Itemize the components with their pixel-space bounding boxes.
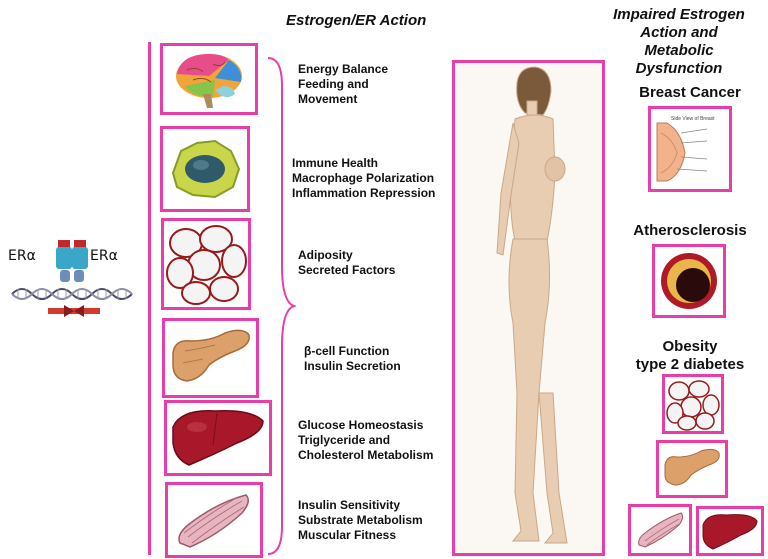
small-liver-box	[696, 506, 764, 556]
macrophage-icon	[163, 129, 247, 209]
breast-cancer-label: Breast Cancer	[620, 84, 760, 102]
pancreas-icon	[165, 321, 256, 395]
small-liver-icon	[699, 509, 761, 553]
artery-icon	[655, 247, 723, 315]
action-label-insulin: Insulin Sensitivity Substrate Metabolism…	[298, 498, 423, 543]
muscle-box	[165, 482, 263, 558]
body-figure-box	[452, 60, 605, 556]
action-line: Insulin Secretion	[304, 359, 401, 374]
action-line: Adiposity	[298, 248, 395, 263]
action-label-adiposity: Adiposity Secreted Factors	[298, 248, 395, 278]
atherosclerosis-label: Atherosclerosis	[620, 222, 760, 240]
left-heading: Estrogen/ER Action	[286, 12, 426, 29]
artery-box	[652, 244, 726, 318]
human-body-icon	[455, 63, 602, 553]
action-line: Triglyceride and	[298, 433, 433, 448]
brain-icon	[163, 46, 255, 112]
liver-box	[164, 400, 272, 476]
action-line: Insulin Sensitivity	[298, 498, 423, 513]
action-label-glucose: Glucose Homeostasis Triglyceride and Cho…	[298, 418, 433, 463]
right-heading: Impaired Estrogen Action and Metabolic D…	[604, 6, 754, 78]
breast-diagram-icon: Side View of Breast	[651, 109, 729, 189]
action-line: Inflammation Repression	[292, 186, 435, 201]
curly-brace	[262, 56, 296, 556]
action-line: Substrate Metabolism	[298, 513, 423, 528]
small-pancreas-box	[656, 440, 728, 498]
er-alpha-dimer-figure: ERα ERα	[8, 236, 144, 320]
right-heading-line-1: Impaired Estrogen	[604, 6, 754, 24]
brain-box	[160, 43, 258, 115]
action-label-energy: Energy Balance Feeding and Movement	[298, 62, 388, 107]
small-adipose-icon	[665, 377, 721, 431]
obesity-line-2: type 2 diabetes	[620, 356, 760, 374]
action-label-beta-cell: β-cell Function Insulin Secretion	[304, 344, 401, 374]
action-line: Secreted Factors	[298, 263, 395, 278]
action-line: Energy Balance	[298, 62, 388, 77]
action-line: Movement	[298, 92, 388, 107]
left-divider-line	[148, 42, 151, 555]
action-line: β-cell Function	[304, 344, 401, 359]
action-line: Macrophage Polarization	[292, 171, 435, 186]
right-heading-line-3: Dysfunction	[604, 60, 754, 78]
macrophage-box	[160, 126, 250, 212]
liver-icon	[167, 403, 269, 473]
action-line: Muscular Fitness	[298, 528, 423, 543]
adipose-box	[161, 218, 251, 310]
receptor-dimer-icon	[8, 236, 144, 320]
breast-box: Side View of Breast	[648, 106, 732, 192]
obesity-label: Obesity type 2 diabetes	[620, 338, 760, 374]
right-heading-line-2: Action and Metabolic	[604, 24, 754, 60]
small-adipose-box	[662, 374, 724, 434]
action-line: Feeding and	[298, 77, 388, 92]
action-line: Cholesterol Metabolism	[298, 448, 433, 463]
small-muscle-icon	[631, 507, 689, 553]
small-pancreas-icon	[659, 443, 725, 495]
action-label-immune: Immune Health Macrophage Polarization In…	[292, 156, 435, 201]
muscle-icon	[168, 485, 260, 555]
pancreas-box	[162, 318, 259, 398]
action-line: Immune Health	[292, 156, 435, 171]
action-line: Glucose Homeostasis	[298, 418, 433, 433]
adipose-icon	[164, 221, 248, 307]
small-muscle-box	[628, 504, 692, 556]
breast-diagram-title: Side View of Breast	[671, 116, 715, 122]
obesity-line-1: Obesity	[620, 338, 760, 356]
